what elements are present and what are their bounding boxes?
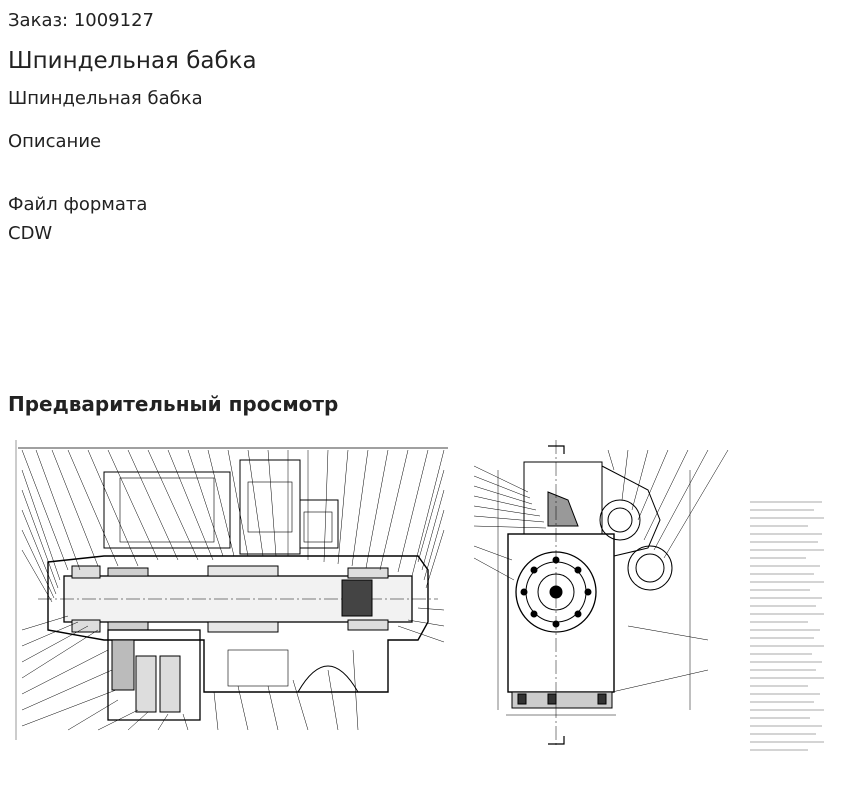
description-heading: Описание [8, 131, 102, 152]
preview-heading: Предварительный просмотр [8, 392, 339, 416]
order-number: Заказ: 1009127 [8, 10, 154, 31]
file-format-value: CDW [8, 223, 53, 244]
page-title: Шпиндельная бабка [8, 48, 257, 74]
preview-drawing-image [15, 440, 824, 751]
page-subtitle: Шпиндельная бабка [8, 88, 203, 109]
file-format-label: Файл формата [8, 194, 148, 215]
